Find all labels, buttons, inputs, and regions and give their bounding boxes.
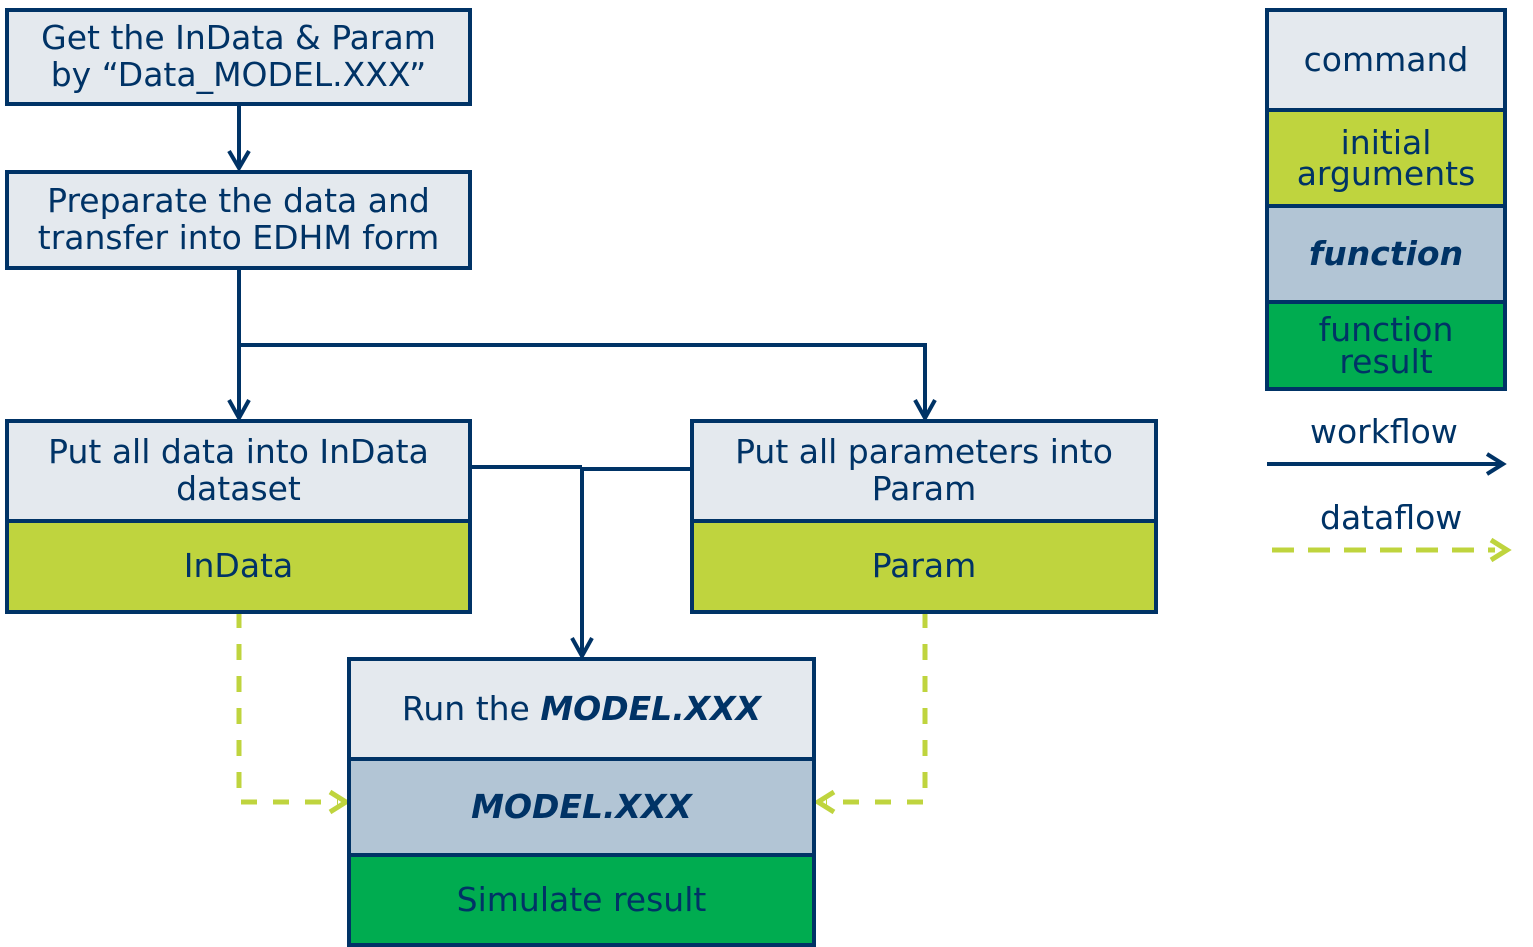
arrowhead-icon [913, 399, 937, 423]
node-text-line2: transfer into EDHM form [37, 218, 440, 257]
argument-cell: InData [9, 519, 468, 610]
legend-workflow-arrowhead-icon [1485, 452, 1507, 476]
result-cell: Simulate result [351, 853, 812, 943]
legend-function-result: function result [1269, 300, 1503, 387]
argument-text: Param [871, 546, 977, 586]
arrowhead-icon [227, 149, 251, 172]
node-text-line2: by “Data_MODEL.XXX” [50, 55, 427, 94]
node-prepare: Preparate the data and transfer into EDH… [5, 170, 472, 270]
legend-dataflow-arrowhead-icon [1489, 537, 1512, 563]
legend-command-text: command [1303, 39, 1469, 79]
workflow-merge-from-param [580, 467, 692, 656]
legend-function: function [1269, 204, 1503, 300]
node-indata: Put all data into InData dataset InData [5, 419, 472, 614]
arrowhead-icon [328, 789, 351, 815]
node-get-data: Get the InData & Param by “Data_MODEL.XX… [5, 8, 472, 106]
node-text-line1: Put all parameters into [735, 432, 1113, 472]
arrowhead-icon [227, 399, 251, 423]
result-text: Simulate result [456, 879, 707, 919]
legend-box: command initial arguments function funct… [1265, 8, 1507, 391]
command-cell: Run the MODEL.XXX [351, 661, 812, 757]
dataflow-param-to-model [826, 612, 928, 805]
arrowhead-icon [570, 637, 594, 661]
command-cell: Put all data into InData dataset [9, 423, 468, 519]
dataflow-indata-to-model [236, 612, 338, 805]
legend-text-line2: result [1339, 341, 1433, 381]
node-text-line1: Preparate the data and [47, 181, 430, 221]
legend-function-text: function [1308, 233, 1464, 273]
command-cell: Put all parameters into Param [694, 423, 1154, 519]
node-text-line2: Param [871, 469, 977, 508]
legend-text-line2: arguments [1296, 154, 1476, 193]
legend-text-line1: function [1318, 310, 1454, 350]
legend-initial-arguments: initial arguments [1269, 108, 1503, 204]
node-param: Put all parameters into Param Param [690, 419, 1158, 614]
legend-workflow-label: workflow [1310, 412, 1458, 451]
command-model-name: MODEL.XXX [540, 688, 762, 728]
node-run-model: Run the MODEL.XXX MODEL.XXX Simulate res… [347, 657, 816, 947]
node-text-line1: Get the InData & Param [41, 18, 436, 58]
workflow-branch-to-param [239, 343, 927, 418]
function-cell: MODEL.XXX [351, 757, 812, 853]
legend-dataflow-label: dataflow [1320, 498, 1463, 537]
command-cell: Preparate the data and transfer into EDH… [9, 174, 468, 266]
arrowhead-icon [813, 789, 836, 815]
node-text-line2: dataset [176, 469, 301, 508]
legend-text-line1: initial [1340, 122, 1432, 162]
command-prefix: Run the [401, 688, 541, 728]
function-text: MODEL.XXX [471, 786, 692, 826]
node-text-line1: Put all data into InData [48, 432, 429, 472]
argument-cell: Param [694, 519, 1154, 610]
legend-command: command [1269, 12, 1503, 108]
command-cell: Get the InData & Param by “Data_MODEL.XX… [9, 12, 468, 102]
argument-text: InData [183, 546, 294, 586]
